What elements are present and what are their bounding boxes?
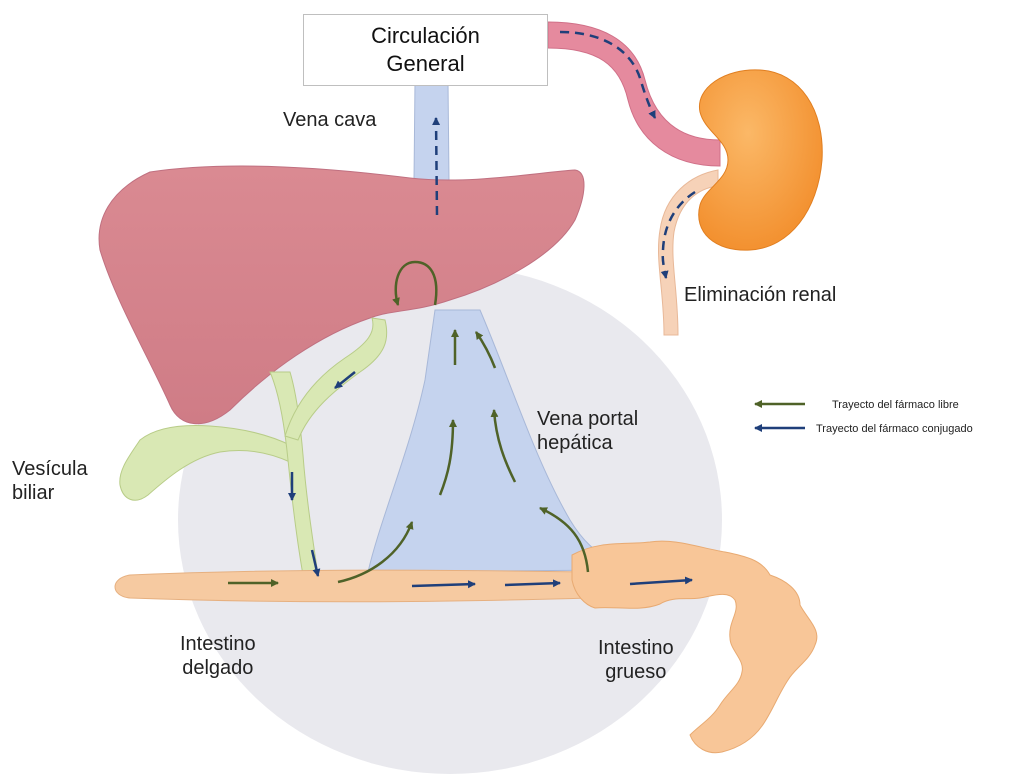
vesicula-label-line1: Vesícula xyxy=(12,457,88,481)
small-intestine xyxy=(115,570,590,602)
vesicula-label-line2: biliar xyxy=(12,481,88,505)
renal-artery xyxy=(548,22,720,166)
intestino-delgado-line2: delgado xyxy=(180,656,256,680)
vena-portal-label: Vena portal hepática xyxy=(537,407,638,455)
legend-free-text: Trayecto del fármaco libre xyxy=(832,398,959,412)
vesicula-biliar-label: Vesícula biliar xyxy=(12,457,88,505)
circulacion-label-line1: Circulación xyxy=(371,22,480,50)
intestino-grueso-line2: grueso xyxy=(598,660,674,684)
circulacion-general-box: Circulación General xyxy=(303,14,548,86)
intestino-grueso-line1: Intestino xyxy=(598,636,674,660)
intestino-grueso-label: Intestino grueso xyxy=(598,636,674,684)
intestino-delgado-label: Intestino delgado xyxy=(180,632,256,680)
vena-cava-vessel xyxy=(414,82,449,180)
legend-conj-text: Trayecto del fármaco conjugado xyxy=(816,422,973,436)
vena-cava-label: Vena cava xyxy=(283,108,376,132)
vena-portal-label-line2: hepática xyxy=(537,431,638,455)
circulacion-label-line2: General xyxy=(386,50,464,78)
eliminacion-renal-label: Eliminación renal xyxy=(684,283,836,307)
vena-portal-label-line1: Vena portal xyxy=(537,407,638,431)
intestino-delgado-line1: Intestino xyxy=(180,632,256,656)
